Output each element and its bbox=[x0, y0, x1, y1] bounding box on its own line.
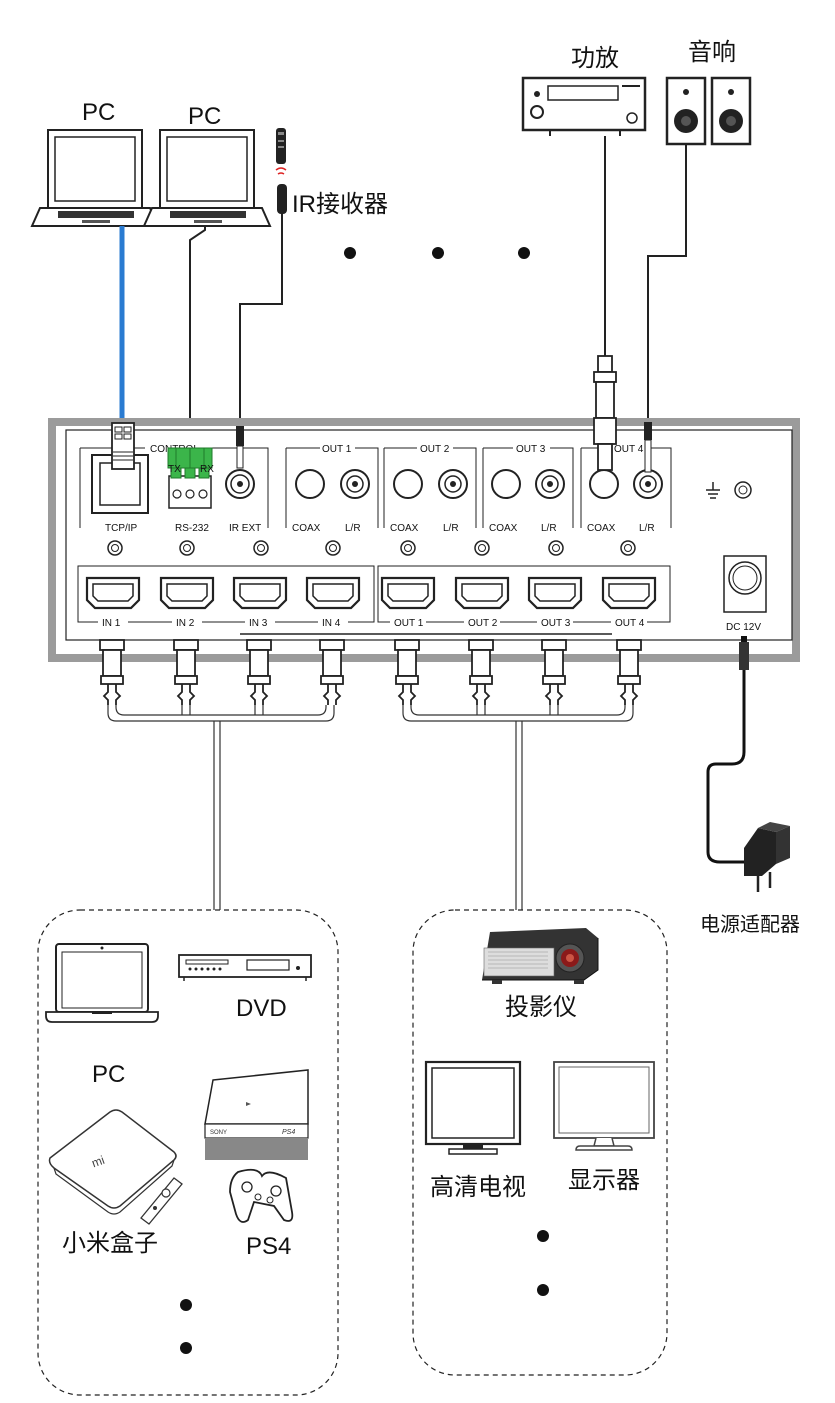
more-dot bbox=[180, 1299, 192, 1311]
ir-remote-icon bbox=[275, 128, 287, 175]
more-dot bbox=[518, 247, 530, 259]
hdtv-label: 高清电视 bbox=[430, 1174, 526, 1201]
lr-label: L/R bbox=[345, 523, 361, 534]
display-devices-group bbox=[412, 909, 668, 1376]
ir-receiver-icon bbox=[277, 184, 287, 226]
mi-box-label: 小米盒子 bbox=[62, 1230, 158, 1257]
lr-audio-cable bbox=[647, 144, 687, 422]
lr-label: L/R bbox=[541, 523, 557, 534]
speaker-icon bbox=[665, 76, 752, 146]
ps4-label: PS4 bbox=[246, 1233, 291, 1260]
pc-left-label: PC bbox=[82, 99, 115, 126]
dvd-label: DVD bbox=[236, 995, 287, 1022]
input-cable-bundle bbox=[107, 705, 335, 910]
coax-label: COAX bbox=[390, 523, 419, 534]
dvd-player-icon bbox=[178, 954, 312, 981]
hdmi-port[interactable] bbox=[85, 576, 141, 610]
coax-port[interactable] bbox=[589, 469, 619, 499]
audio-group-2: OUT 2 COAX L/R bbox=[383, 444, 490, 556]
hdmi-label: OUT 4 bbox=[615, 618, 645, 629]
hdmi-cable-plugs bbox=[99, 639, 642, 705]
audio-group-title: OUT 3 bbox=[516, 444, 546, 455]
coax-label: COAX bbox=[489, 523, 518, 534]
hdmi-label: IN 2 bbox=[176, 618, 195, 629]
pc-source-laptop bbox=[45, 943, 159, 1023]
more-dot bbox=[180, 1342, 192, 1354]
hdtv-icon bbox=[424, 1060, 522, 1155]
sony-logo: SONY bbox=[210, 1130, 227, 1136]
hdmi-port[interactable] bbox=[232, 576, 288, 610]
gamepad-icon bbox=[229, 1168, 294, 1223]
more-dot bbox=[537, 1230, 549, 1242]
more-dot bbox=[344, 247, 356, 259]
audio-group-title: OUT 2 bbox=[420, 444, 450, 455]
hdmi-port[interactable] bbox=[159, 576, 215, 610]
power-adapter-icon bbox=[744, 822, 790, 892]
hdmi-port[interactable] bbox=[454, 576, 510, 610]
power-adapter-label: 电源适配器 bbox=[700, 913, 800, 936]
rs232-label: RS-232 bbox=[175, 523, 209, 534]
power-cable bbox=[706, 636, 749, 864]
mi-remote-icon bbox=[140, 1177, 183, 1225]
output-cable-bundle bbox=[402, 705, 634, 910]
ir-ext-label: IR EXT bbox=[229, 523, 261, 534]
coax-port[interactable] bbox=[393, 469, 423, 499]
hdmi-port[interactable] bbox=[601, 576, 657, 610]
ground-icon bbox=[706, 482, 720, 499]
monitor-icon bbox=[553, 1061, 655, 1151]
coax-port[interactable] bbox=[295, 469, 325, 499]
hdmi-label: OUT 1 bbox=[394, 618, 424, 629]
hdmi-port[interactable] bbox=[527, 576, 583, 610]
audio-group-4: OUT 4 COAX L/R bbox=[580, 355, 672, 556]
pc-source-label: PC bbox=[92, 1061, 125, 1088]
coax-port[interactable] bbox=[491, 469, 521, 499]
tcpip-label: TCP/IP bbox=[105, 523, 138, 534]
ps4-logo: PS4 bbox=[282, 1129, 295, 1136]
pc-right-laptop bbox=[142, 129, 272, 227]
more-dot bbox=[432, 247, 444, 259]
amplifier-icon bbox=[521, 76, 647, 136]
lr-label: L/R bbox=[443, 523, 459, 534]
ir-receiver-label: IR接收器 bbox=[292, 191, 388, 218]
hdmi-label: IN 3 bbox=[249, 618, 268, 629]
mi-box-icon: mi bbox=[48, 1109, 177, 1215]
source-devices-group bbox=[37, 909, 339, 1396]
green-terminal-plug bbox=[167, 447, 213, 479]
audio-group-title: OUT 1 bbox=[322, 444, 352, 455]
control-group: CONTROL TCP/IP TX RX RS-232 bbox=[79, 422, 269, 556]
monitor-label: 显示器 bbox=[568, 1167, 640, 1194]
audio-group-title: OUT 4 bbox=[614, 444, 644, 455]
audio-group-1: OUT 1 COAX L/R bbox=[285, 444, 379, 556]
rs232-cable bbox=[189, 226, 206, 448]
pc-right-label: PC bbox=[188, 103, 221, 130]
ps4-console-icon: SONY PS4 bbox=[204, 1069, 309, 1160]
amplifier-label: 功放 bbox=[571, 45, 619, 72]
lr-label: L/R bbox=[639, 523, 655, 534]
projector-label: 投影仪 bbox=[505, 994, 577, 1021]
projector-icon bbox=[482, 928, 599, 984]
hdmi-label: OUT 3 bbox=[541, 618, 571, 629]
audio-group-3: OUT 3 COAX L/R bbox=[482, 444, 574, 556]
lr-plug bbox=[644, 422, 652, 473]
hdmi-label: IN 1 bbox=[102, 618, 121, 629]
ir-plug bbox=[236, 426, 244, 446]
coax-label: COAX bbox=[292, 523, 321, 534]
speaker-label: 音响 bbox=[688, 39, 736, 66]
hdmi-port[interactable] bbox=[305, 576, 361, 610]
rx-label: RX bbox=[200, 464, 214, 475]
mi-logo: mi bbox=[90, 1153, 107, 1170]
tx-label: TX bbox=[168, 464, 181, 475]
hdmi-label: IN 4 bbox=[322, 618, 341, 629]
dc-label: DC 12V bbox=[726, 622, 761, 633]
pc-left-laptop bbox=[30, 129, 160, 227]
coax-label: COAX bbox=[587, 523, 616, 534]
hdmi-port[interactable] bbox=[380, 576, 436, 610]
hdmi-label: OUT 2 bbox=[468, 618, 498, 629]
more-dot bbox=[537, 1284, 549, 1296]
coax-plug bbox=[593, 355, 617, 471]
ir-cable bbox=[239, 226, 283, 428]
